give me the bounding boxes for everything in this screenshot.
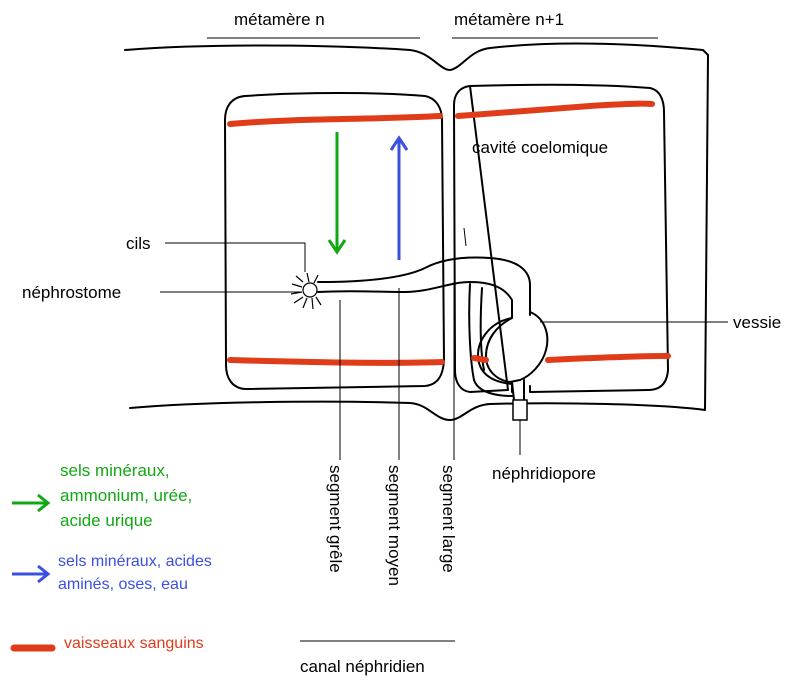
legend-blue-line1: sels minéraux, acides — [58, 553, 212, 570]
vessel-top-n — [230, 116, 440, 124]
nephrostome-label: néphrostome — [22, 283, 121, 302]
segment-large-label: segment large — [439, 465, 458, 573]
segment-moyen-label: segment moyen — [385, 465, 404, 586]
coelom-n1 — [454, 85, 668, 392]
legend-blue: sels minéraux, acides aminés, oses, eau — [12, 553, 212, 593]
vessel-top-n1 — [458, 104, 652, 116]
septum-mark — [464, 228, 466, 246]
bladder — [486, 312, 547, 382]
legend-green-line1: sels minéraux, — [60, 461, 170, 480]
coelom-n — [225, 93, 444, 389]
nephridiopore-icon — [513, 400, 527, 420]
legend-green-line2: ammonium, urée, — [60, 486, 192, 505]
nephridiopore-duct — [512, 380, 524, 400]
canal-label: canal néphridien — [300, 657, 425, 676]
segment-grele-label: segment grêle — [326, 465, 345, 573]
metamere-n-label: métamère n — [234, 10, 325, 29]
vessel-bottom-n — [230, 360, 442, 363]
vessie-label: vessie — [733, 313, 781, 332]
cils-leader — [165, 243, 305, 272]
legend-blue-line2: aminés, oses, eau — [58, 576, 188, 593]
legend-red-label: vaisseaux sanguins — [64, 635, 204, 652]
nephridial-canal — [318, 257, 530, 392]
legend-red: vaisseaux sanguins — [14, 635, 204, 652]
cilia-icon — [291, 273, 321, 309]
nephridiopore-label: néphridiopore — [492, 464, 596, 483]
cavite-label: cavité coelomique — [472, 138, 608, 157]
metamere-n1-label: métamère n+1 — [454, 10, 564, 29]
cils-label: cils — [126, 234, 151, 253]
legend-green: sels minéraux, ammonium, urée, acide uri… — [12, 461, 192, 530]
legend-green-line3: acide urique — [60, 511, 153, 530]
